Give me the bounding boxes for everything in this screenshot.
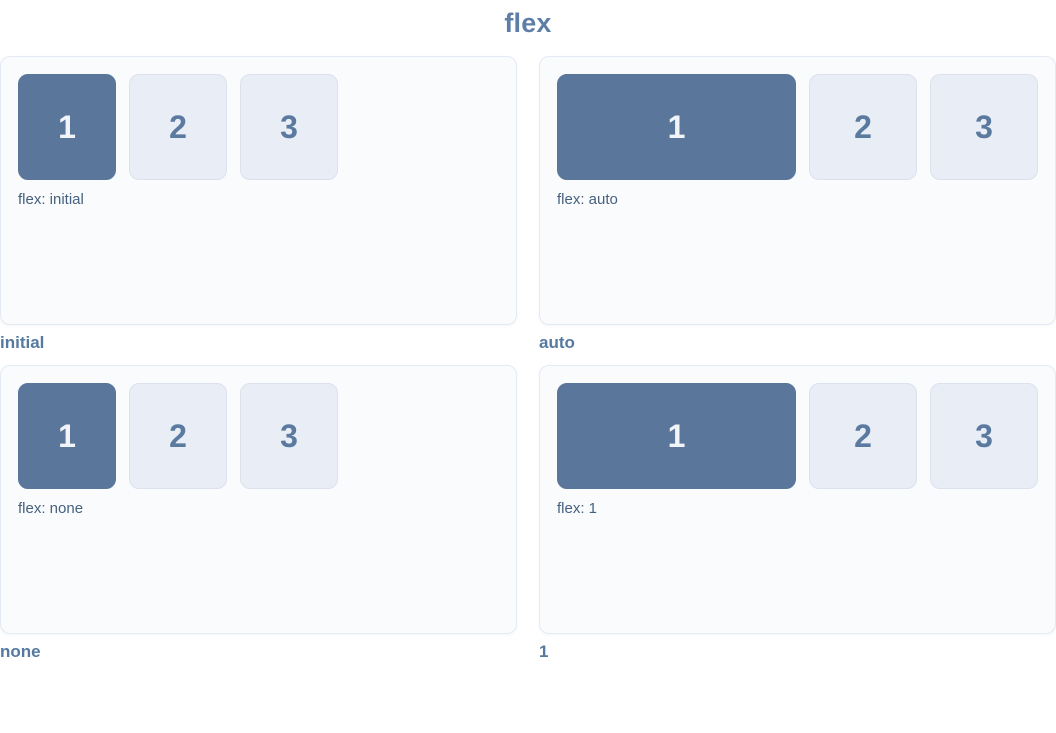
example-initial: 1 2 3 flex: initial initial bbox=[0, 56, 517, 352]
flex-row: 1 2 3 bbox=[18, 74, 499, 180]
flex-item-3: 3 bbox=[930, 74, 1038, 180]
example-1: 1 2 3 flex: 1 1 bbox=[539, 365, 1056, 661]
flex-item-1: 1 bbox=[557, 383, 796, 489]
flex-item-1: 1 bbox=[18, 74, 116, 180]
flex-item-2: 2 bbox=[129, 74, 227, 180]
panel-none: 1 2 3 flex: none bbox=[0, 365, 517, 634]
example-auto: 1 2 3 flex: auto auto bbox=[539, 56, 1056, 352]
examples-grid: 1 2 3 flex: initial initial 1 2 3 flex: … bbox=[0, 56, 1056, 661]
panel-label-initial: initial bbox=[0, 333, 45, 352]
panel-caption: flex: 1 bbox=[557, 500, 598, 517]
example-none: 1 2 3 flex: none none bbox=[0, 365, 517, 661]
panel-label-none: none bbox=[0, 642, 41, 661]
panel-caption: flex: auto bbox=[557, 191, 618, 208]
panel-caption: flex: initial bbox=[18, 191, 84, 208]
panel-1: 1 2 3 flex: 1 bbox=[539, 365, 1056, 634]
flex-item-2: 2 bbox=[809, 74, 917, 180]
panel-auto: 1 2 3 flex: auto bbox=[539, 56, 1056, 325]
page-title: flex bbox=[504, 8, 552, 38]
panel-caption: flex: none bbox=[18, 500, 84, 517]
flex-item-3: 3 bbox=[240, 74, 338, 180]
flex-row: 1 2 3 bbox=[557, 74, 1038, 180]
panel-label-auto: auto bbox=[539, 333, 575, 352]
panel-initial: 1 2 3 flex: initial bbox=[0, 56, 517, 325]
flex-row: 1 2 3 bbox=[557, 383, 1038, 489]
flex-item-3: 3 bbox=[240, 383, 338, 489]
panel-label-1: 1 bbox=[539, 642, 549, 661]
flex-item-1: 1 bbox=[18, 383, 116, 489]
flex-item-2: 2 bbox=[129, 383, 227, 489]
flex-row: 1 2 3 bbox=[18, 383, 499, 489]
flex-item-1: 1 bbox=[557, 74, 796, 180]
flex-item-2: 2 bbox=[809, 383, 917, 489]
flex-item-3: 3 bbox=[930, 383, 1038, 489]
